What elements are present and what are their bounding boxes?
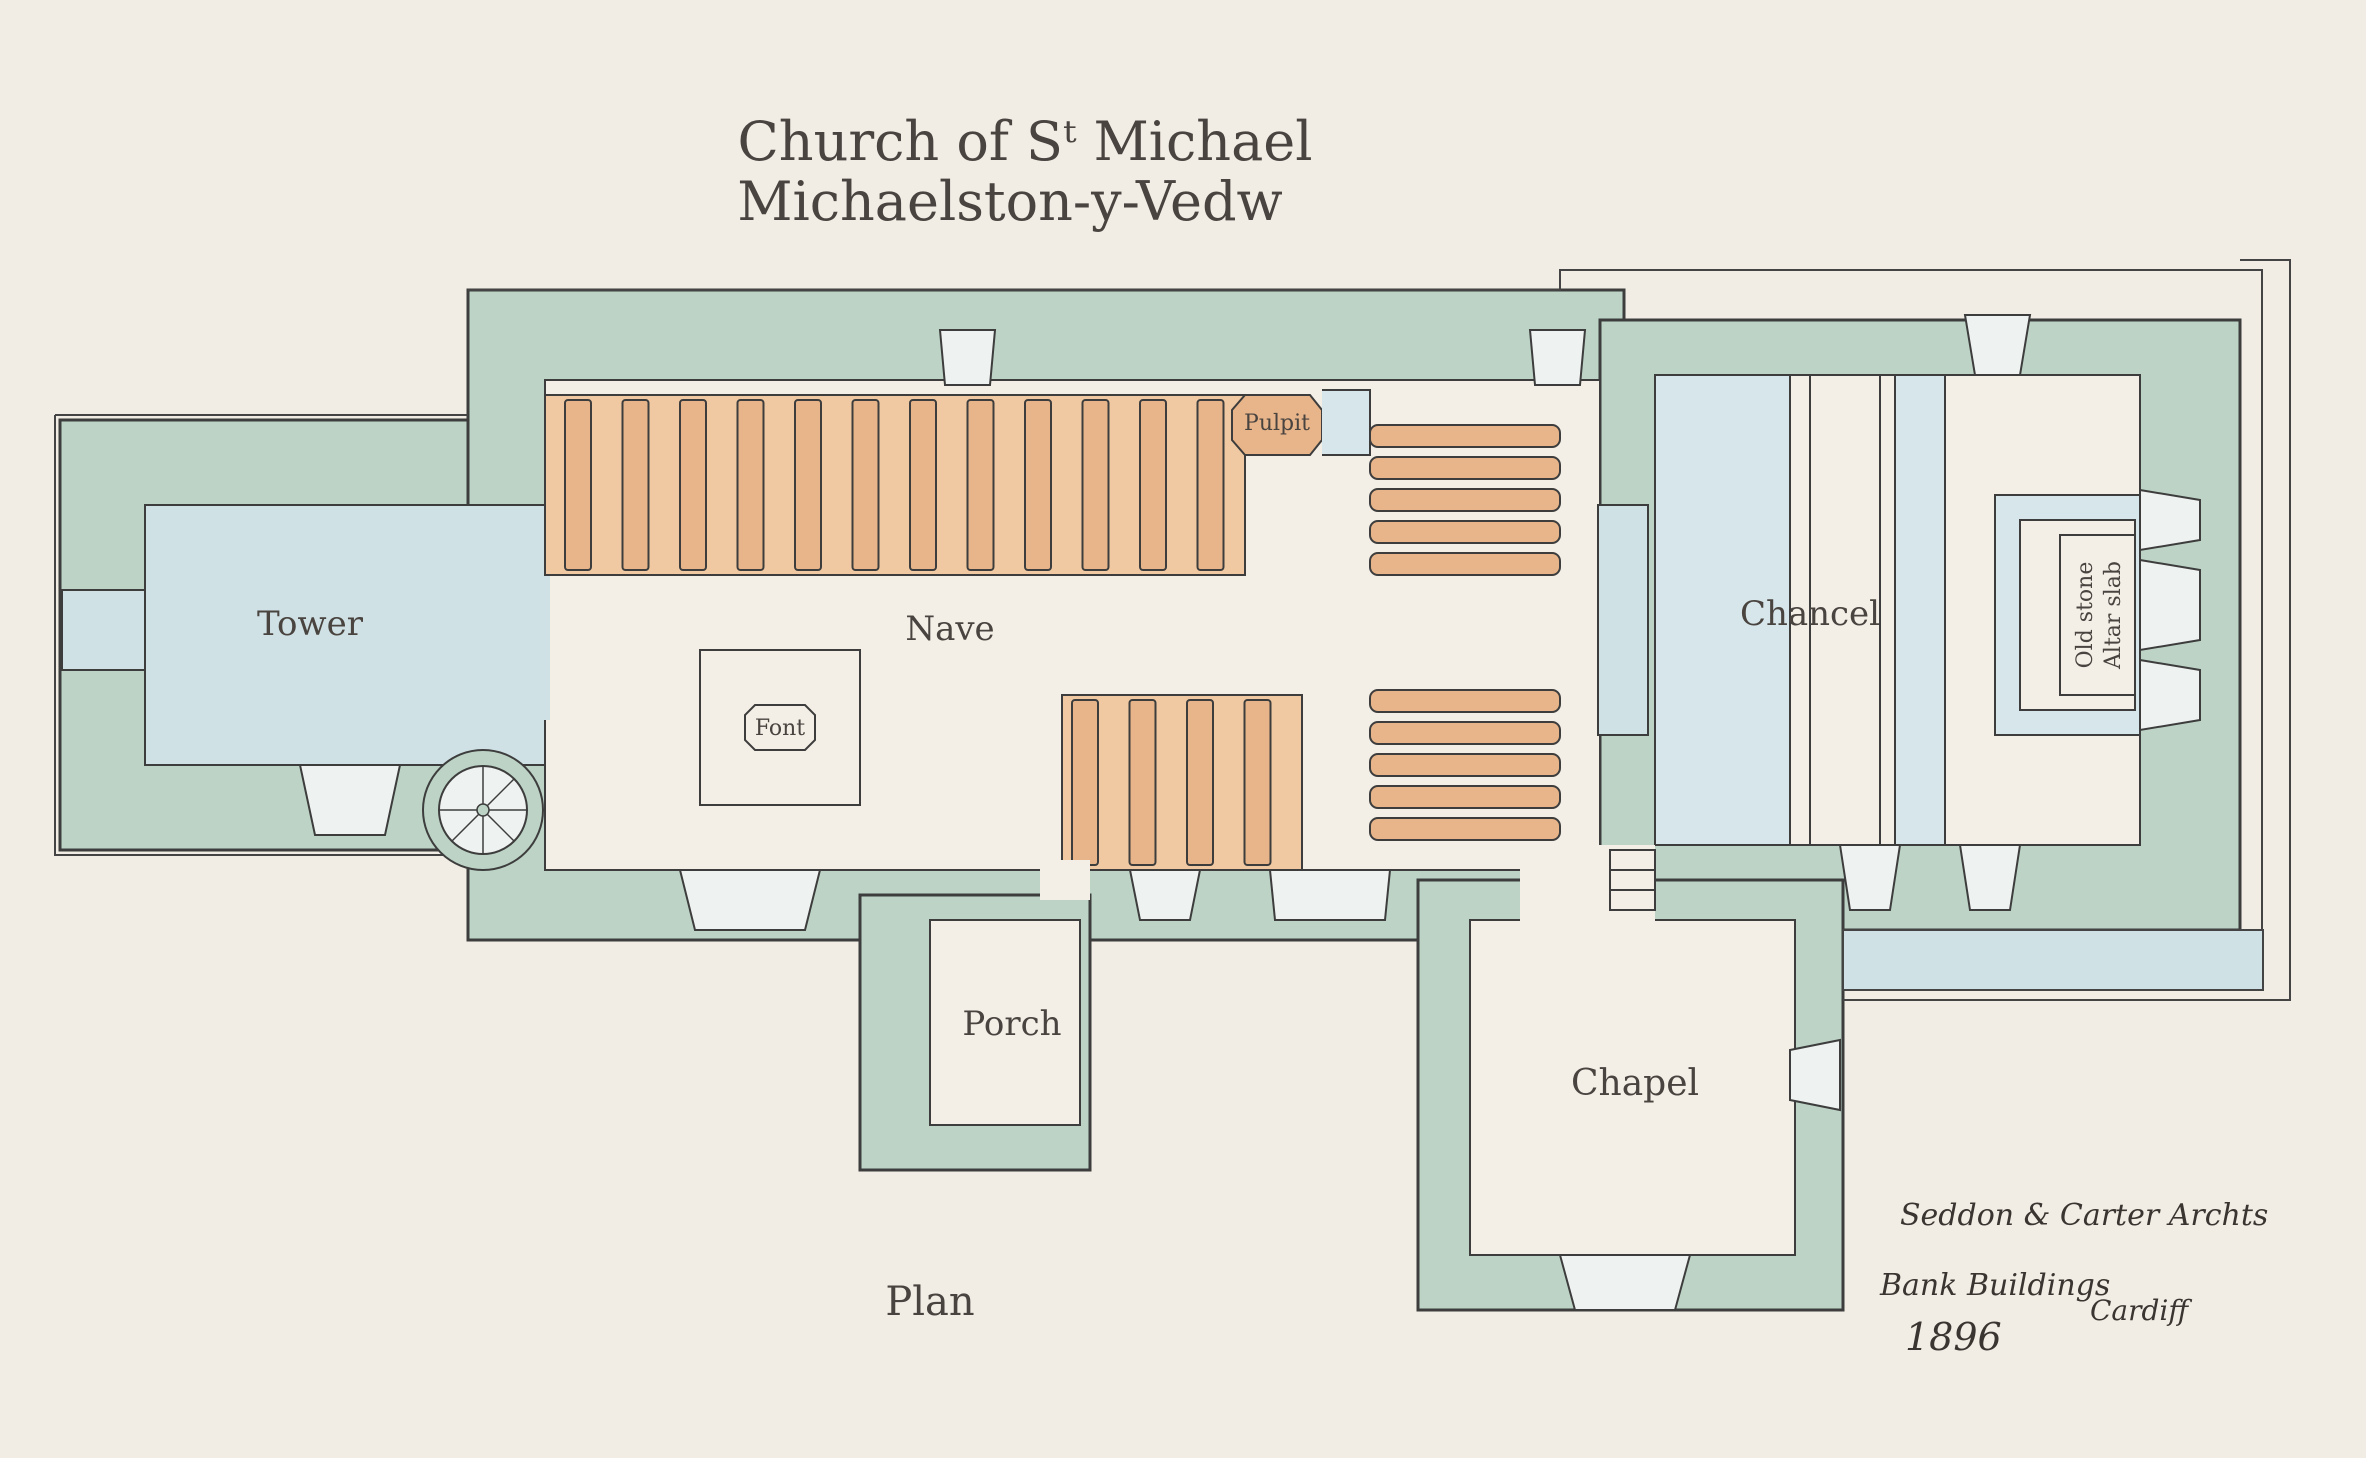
chancel-steps [1654, 374, 1946, 846]
porch-interior [929, 919, 1081, 1126]
altar-label-2: Altar slab [2101, 561, 2126, 670]
nave-south-windows [678, 869, 1392, 931]
altar-slab [2059, 534, 2136, 696]
nave-label: Nave [905, 609, 994, 649]
title-line-1: Church of Sᵗ Michael [737, 110, 1312, 173]
pew [1369, 721, 1561, 745]
pew [1369, 753, 1561, 777]
signature-line-2: Bank Buildings [1879, 1268, 2110, 1303]
pew [1196, 399, 1225, 571]
east-pews-north [1369, 424, 1561, 576]
pew [1369, 424, 1561, 448]
pew [1369, 488, 1561, 512]
pew [1024, 399, 1052, 571]
pew [1081, 399, 1110, 571]
pew [1369, 520, 1561, 544]
pew [1071, 699, 1099, 866]
chancel-south-windows [1838, 314, 2032, 911]
porch-doorway [1040, 860, 1090, 900]
pew [1369, 552, 1561, 576]
pew [1139, 399, 1167, 571]
east-window [2139, 488, 2201, 732]
signature-line-1: Seddon & Carter Archts [1900, 1198, 2268, 1233]
title-line-2: Michaelston-y-Vedw [737, 170, 1283, 233]
pulpit: Pulpit [1231, 389, 1371, 456]
pew [679, 399, 707, 571]
chapel-label: Chapel [1571, 1063, 1699, 1104]
pew [1186, 699, 1214, 866]
north-pews [544, 394, 1246, 576]
pew [1369, 689, 1561, 713]
outer-blue-band [1842, 929, 2264, 991]
tower-label: Tower [257, 604, 364, 644]
chapel-interior [1469, 919, 1796, 1256]
signature-year: 1896 [1905, 1315, 2002, 1359]
stair-turret [422, 749, 544, 871]
nave-north-windows [938, 329, 1587, 386]
pew [1369, 456, 1561, 480]
pew [1128, 699, 1157, 866]
chancel-arch [1597, 504, 1649, 736]
altar-platform [1994, 494, 2141, 736]
plan-caption: Plan [885, 1279, 974, 1325]
pew [564, 399, 592, 571]
chapel-east-window [1789, 1038, 1841, 1112]
chapel-south-window [1558, 1254, 1692, 1311]
tower-south-window [298, 764, 402, 836]
pew [909, 399, 937, 571]
font: Font [699, 649, 861, 806]
pew [851, 399, 880, 571]
tower-west-opening [61, 589, 146, 671]
chancel-label: Chancel [1740, 594, 1880, 634]
pew [1369, 817, 1561, 841]
pew [736, 399, 765, 571]
pew [794, 399, 822, 571]
porch-label: Porch [962, 1004, 1061, 1044]
east-pews-south [1369, 689, 1561, 841]
signature: Seddon & Carter Archts Bank Buildings Ca… [1879, 1198, 2268, 1359]
altar-label-1: Old stone [2073, 562, 2098, 669]
font-label: Font [755, 716, 805, 741]
pew [1243, 699, 1272, 866]
chapel-steps [1609, 849, 1656, 911]
pulpit-steps [1322, 389, 1371, 456]
pew [621, 399, 650, 571]
signature-line-3: Cardiff [2090, 1294, 2192, 1327]
north-pew-block [544, 394, 1246, 576]
pulpit-label: Pulpit [1244, 411, 1310, 436]
tower-interior [144, 504, 546, 766]
south-pews [1061, 694, 1303, 871]
pew [966, 399, 995, 571]
pew [1369, 785, 1561, 809]
